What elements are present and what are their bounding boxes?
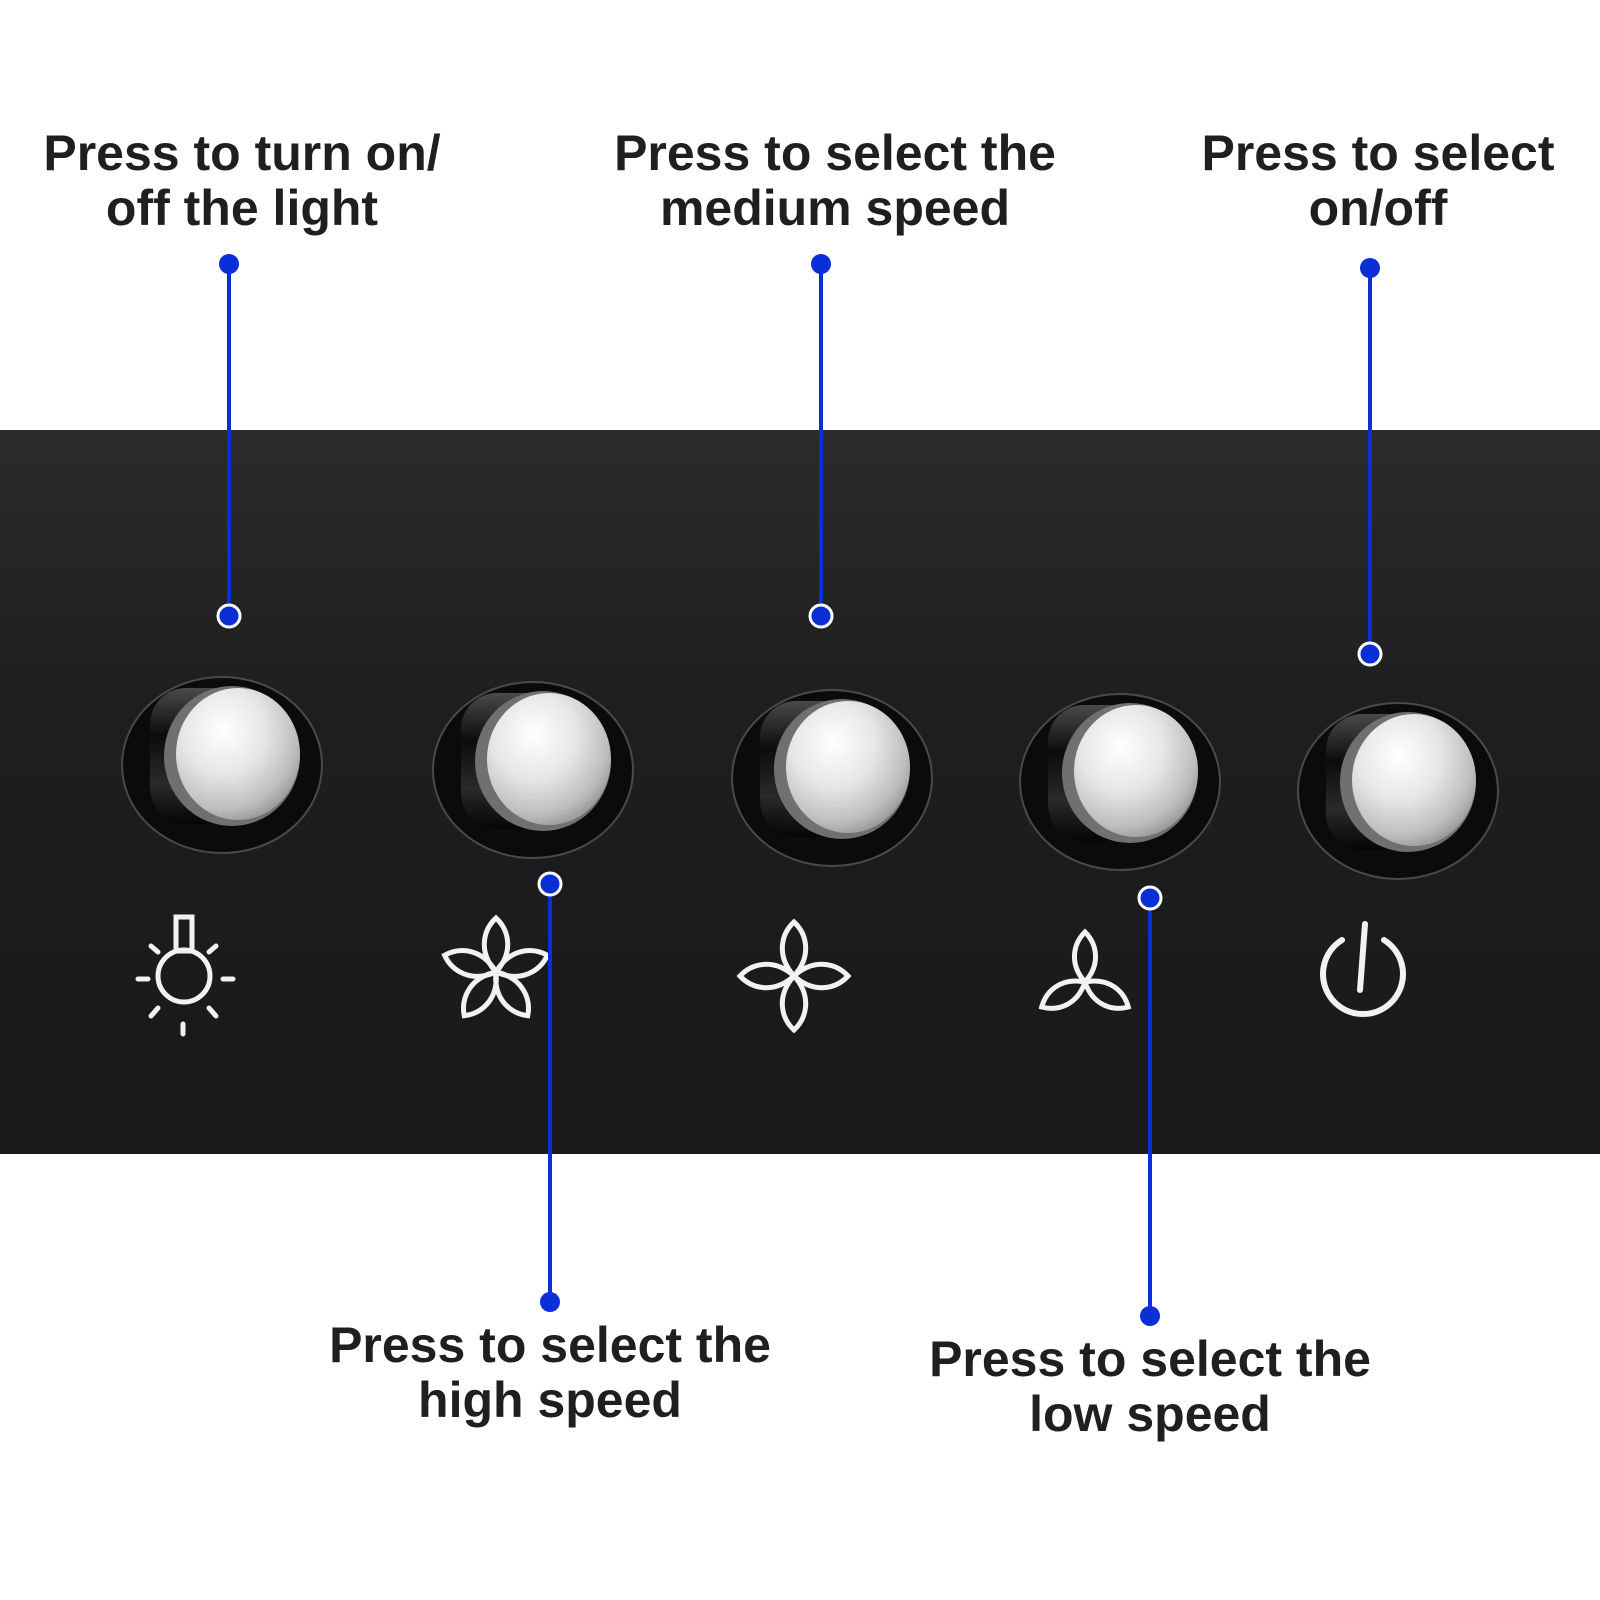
fan-three-blade-icon	[1038, 928, 1132, 1011]
caption-line: high speed	[418, 1372, 682, 1428]
callout-medium	[808, 254, 834, 629]
fan-four-blade-icon	[736, 918, 852, 1034]
caption-line: Press to select	[1201, 125, 1555, 181]
power-icon	[1320, 921, 1406, 1018]
low-speed-button[interactable]	[1019, 693, 1221, 871]
caption-low-speed: Press to select the low speed	[890, 1332, 1410, 1442]
power-button[interactable]	[1297, 702, 1499, 880]
caption-line: off the light	[105, 180, 379, 236]
callout-low	[1137, 885, 1163, 1326]
fan-five-blade-icon	[441, 914, 551, 1019]
callout-light	[216, 254, 242, 629]
caption-line: on/off	[1308, 180, 1448, 236]
caption-line: Press to turn on/	[43, 125, 441, 181]
caption-line: medium speed	[659, 180, 1011, 236]
light-bulb-icon	[135, 914, 236, 1037]
medium-speed-button[interactable]	[731, 689, 933, 867]
callout-high	[537, 871, 563, 1312]
caption-high-speed: Press to select the high speed	[290, 1318, 810, 1428]
high-speed-button[interactable]	[432, 681, 634, 859]
caption-medium-speed: Press to select the medium speed	[575, 126, 1095, 236]
caption-line: Press to select the	[929, 1331, 1371, 1387]
callout-power	[1357, 258, 1383, 667]
caption-light: Press to turn on/ off the light	[0, 126, 502, 236]
caption-line: low speed	[1029, 1386, 1271, 1442]
light-button[interactable]	[121, 676, 323, 854]
caption-line: Press to select the	[329, 1317, 771, 1373]
caption-power: Press to select on/off	[1118, 126, 1600, 236]
caption-line: Press to select the	[614, 125, 1056, 181]
